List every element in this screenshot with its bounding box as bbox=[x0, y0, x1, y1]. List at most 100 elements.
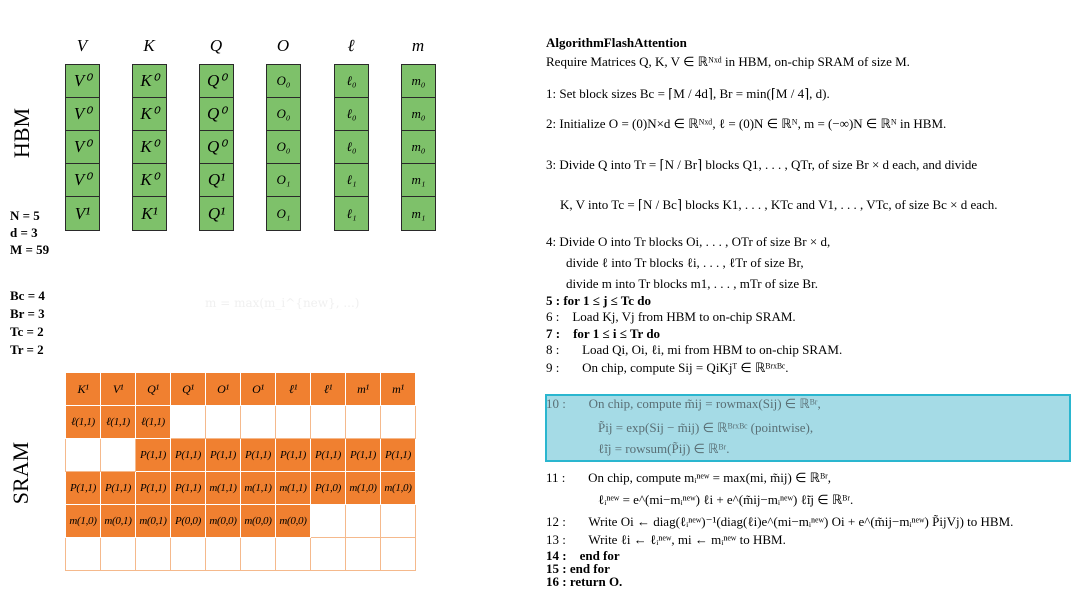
sram-cell: m(1,1) bbox=[205, 471, 241, 505]
sram-cell: Q¹ bbox=[135, 372, 171, 406]
sram-cell bbox=[65, 438, 101, 472]
hbm-cell: Q⁰ bbox=[200, 131, 233, 164]
step-13: 13 : Write ℓi ← ℓᵢⁿᵉʷ, mi ← mᵢⁿᵉʷ to HBM… bbox=[546, 532, 786, 547]
sram-cell: ℓ(1,1) bbox=[135, 405, 171, 439]
sram-cell: m(0,0) bbox=[275, 504, 311, 538]
sram-cell: P(1,1) bbox=[205, 438, 241, 472]
sram-cell: P(1,1) bbox=[310, 438, 346, 472]
faint-overlay-text: m = max(m_i^{new}, ...) bbox=[205, 296, 360, 310]
step-14: 14 : end for bbox=[546, 548, 620, 563]
hbm-cell: m₁ bbox=[402, 164, 435, 197]
step-6: 6 : Load Kj, Vj from HBM to on-chip SRAM… bbox=[546, 309, 796, 324]
hbm-cell: m₀ bbox=[402, 65, 435, 98]
step-3b: K, V into Tc = ⌈N / Bc⌉ blocks K1, . . .… bbox=[560, 197, 998, 212]
sram-cell bbox=[240, 537, 276, 571]
hbm-cell: O₁ bbox=[267, 164, 300, 197]
sram-label: SRAM bbox=[8, 441, 33, 505]
hbm-cell: K⁰ bbox=[133, 164, 166, 197]
step-5: 5 : for 1 ≤ j ≤ Tc do bbox=[546, 293, 652, 308]
step-11b: ℓᵢⁿᵉʷ = e^(mi−mᵢⁿᵉʷ) ℓi + e^(m̃ij−mᵢⁿᵉʷ)… bbox=[598, 492, 854, 507]
sram-cell: ℓ(1,1) bbox=[65, 405, 101, 439]
sram-cell bbox=[205, 405, 241, 439]
hbm-cell: V⁰ bbox=[66, 164, 99, 197]
hbm-cell: ℓ₀ bbox=[335, 98, 368, 131]
sram-cell: P(1,1) bbox=[100, 471, 136, 505]
sram-cell bbox=[380, 504, 416, 538]
sram-cell: m(1,0) bbox=[345, 471, 381, 505]
param-d: d = 3 bbox=[10, 225, 38, 240]
sram-cell bbox=[100, 438, 136, 472]
hbm-column-header: ℓ bbox=[347, 36, 355, 55]
param-n: N = 5 bbox=[10, 208, 40, 223]
step-10c: ℓ̃ij = rowsum(P̃ij) ∈ ℝᴮʳ. bbox=[598, 441, 730, 456]
step-3a: 3: Divide Q into Tr = ⌈N / Br⌉ blocks Q1… bbox=[546, 157, 978, 172]
hbm-cell: m₀ bbox=[402, 98, 435, 131]
hbm-cell: m₁ bbox=[402, 197, 435, 230]
hbm-cell: O₁ bbox=[267, 197, 300, 230]
param-list-top: N = 5 d = 3 M = 59 bbox=[10, 208, 49, 259]
sram-cell: ℓ(1,1) bbox=[100, 405, 136, 439]
sram-cell: m(1,1) bbox=[275, 471, 311, 505]
sram-cell bbox=[310, 537, 346, 571]
step-1: 1: Set block sizes Bc = ⌈M / 4d⌉, Br = m… bbox=[546, 86, 830, 101]
hbm-cell: K⁰ bbox=[133, 65, 166, 98]
sram-cell bbox=[345, 405, 381, 439]
step-2: 2: Initialize O = (0)N×d ∈ ℝᴺˣᵈ, ℓ = (0)… bbox=[546, 116, 947, 131]
param-tc: Tc = 2 bbox=[10, 324, 44, 339]
sram-cell: m(0,0) bbox=[205, 504, 241, 538]
sram-row: P(1,1)P(1,1)P(1,1)P(1,1)P(1,1)P(1,1)P(1,… bbox=[65, 438, 416, 472]
hbm-column-header: V bbox=[76, 36, 88, 55]
step-7: 7 : for 1 ≤ i ≤ Tr do bbox=[546, 326, 661, 341]
param-m: M = 59 bbox=[10, 242, 50, 257]
sram-cell: Q¹ bbox=[170, 372, 206, 406]
sram-cell bbox=[380, 537, 416, 571]
step-9: 9 : On chip, compute Sij = QiKjᵀ ∈ ℝᴮʳˣᴮ… bbox=[546, 360, 789, 375]
sram-cell: m¹ bbox=[380, 372, 416, 406]
step-10b: P̃ij = exp(Sij − m̃ij) ∈ ℝᴮʳˣᴮᶜ (pointwi… bbox=[598, 420, 814, 435]
hbm-cell: V⁰ bbox=[66, 65, 99, 98]
sram-cell: P(1,1) bbox=[275, 438, 311, 472]
hbm-cell: ℓ₁ bbox=[335, 197, 368, 230]
step-15: 15 : end for bbox=[546, 561, 610, 576]
sram-cell: O¹ bbox=[205, 372, 241, 406]
hbm-cell: Q⁰ bbox=[200, 65, 233, 98]
sram-cell: O¹ bbox=[240, 372, 276, 406]
step-12: 12 : Write Oi ← diag(ℓᵢⁿᵉʷ)⁻¹(diag(ℓi)e^… bbox=[546, 514, 1014, 529]
param-list-bottom: Bc = 4 Br = 3 Tc = 2 Tr = 2 bbox=[10, 288, 45, 360]
hbm-cell: K⁰ bbox=[133, 131, 166, 164]
sram-cell: m(1,0) bbox=[65, 504, 101, 538]
sram-cell: P(1,1) bbox=[170, 438, 206, 472]
sram-cell bbox=[310, 405, 346, 439]
sram-cell: m(1,1) bbox=[240, 471, 276, 505]
hbm-column-header: Q bbox=[209, 36, 223, 55]
step-10a: 10 : On chip, compute m̃ij = rowmax(Sij)… bbox=[546, 396, 821, 411]
sram-cell: V¹ bbox=[100, 372, 136, 406]
sram-cell: m(1,0) bbox=[380, 471, 416, 505]
hbm-cell: Q¹ bbox=[200, 164, 233, 197]
sram-cell: P(1,1) bbox=[135, 438, 171, 472]
hbm-cell: Q¹ bbox=[200, 197, 233, 230]
sram-row: m(1,0)m(0,1)m(0,1)P(0,0)m(0,0)m(0,0)m(0,… bbox=[65, 504, 416, 538]
hbm-cell: ℓ₀ bbox=[335, 131, 368, 164]
hbm-cell: O₀ bbox=[267, 98, 300, 131]
sram-cell: ℓ¹ bbox=[275, 372, 311, 406]
hbm-cell: m₀ bbox=[402, 131, 435, 164]
hbm-cell: V⁰ bbox=[66, 131, 99, 164]
hbm-column-header: O bbox=[276, 36, 290, 55]
step-4b: divide ℓ into Tr blocks ℓi, . . . , ℓTr … bbox=[566, 255, 804, 270]
sram-cell: P(1,1) bbox=[345, 438, 381, 472]
sram-cell bbox=[345, 504, 381, 538]
param-br: Br = 3 bbox=[10, 306, 45, 321]
sram-cell bbox=[170, 405, 206, 439]
sram-row: ℓ(1,1)ℓ(1,1)ℓ(1,1) bbox=[65, 405, 416, 439]
sram-cell bbox=[65, 537, 101, 571]
sram-cell: P(0,0) bbox=[170, 504, 206, 538]
sram-cell: ℓ¹ bbox=[310, 372, 346, 406]
sram-cell bbox=[380, 405, 416, 439]
step-4a: 4: Divide O into Tr blocks Oi, . . . , O… bbox=[546, 234, 831, 249]
